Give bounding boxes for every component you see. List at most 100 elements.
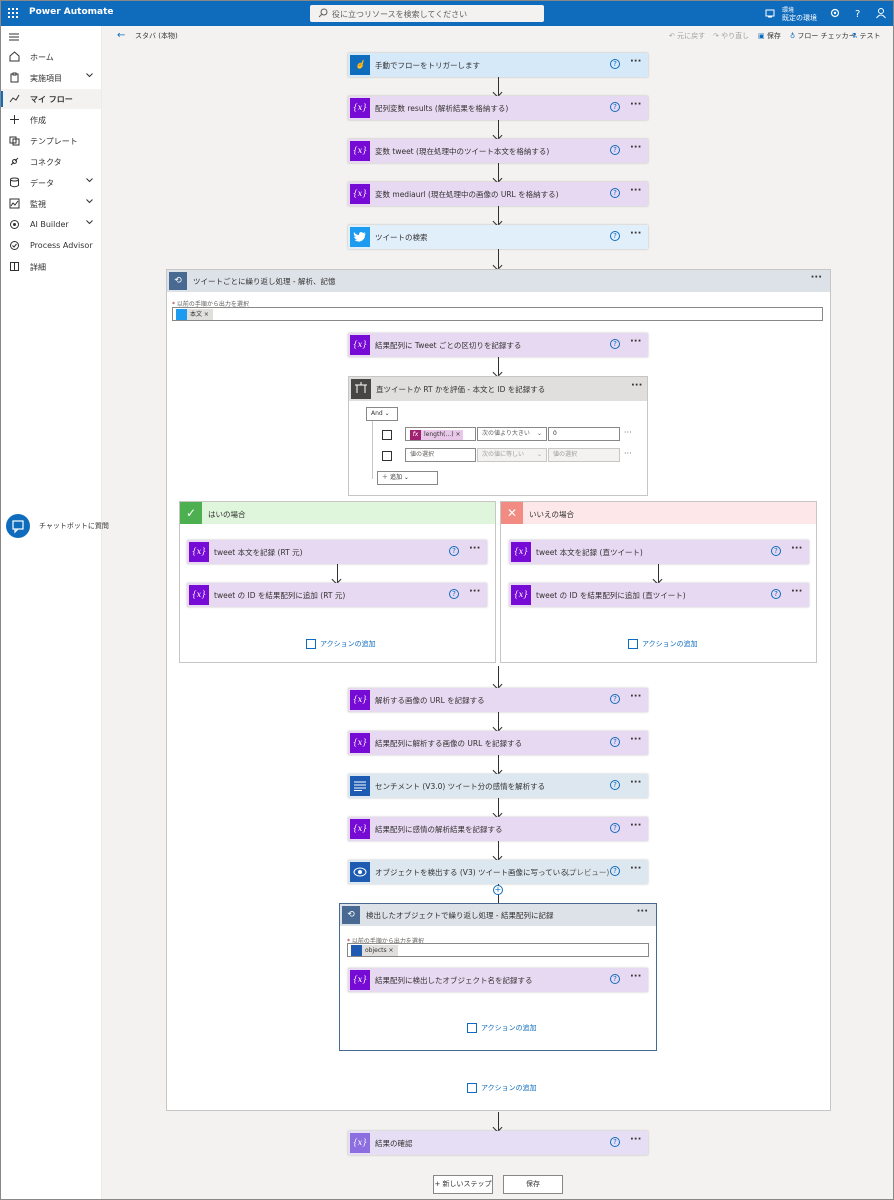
- app-launcher-icon[interactable]: [8, 8, 18, 18]
- help-icon[interactable]: ?: [610, 231, 620, 241]
- flow-checker-button[interactable]: ♁ フロー チェッカー: [790, 32, 856, 40]
- scope-header[interactable]: [167, 270, 830, 292]
- help-icon[interactable]: ?: [610, 866, 620, 876]
- row1-left-operand[interactable]: fx length(...) ×: [405, 427, 476, 441]
- step-record-separator[interactable]: {x} 結果配列に Tweet ごとの区切りを記録する ? ···: [348, 333, 648, 357]
- help-icon[interactable]: ?: [771, 589, 781, 599]
- help-icon[interactable]: ?: [610, 780, 620, 790]
- step-record-object-name[interactable]: {x} 結果配列に検出したオブジェクト名を記録する ? ···: [348, 968, 648, 992]
- more-options-icon[interactable]: ···: [630, 734, 642, 745]
- more-options-icon[interactable]: ···: [630, 56, 642, 67]
- sidebar-item-my-flows[interactable]: マイ フロー: [1, 89, 101, 109]
- row1-checkbox[interactable]: [382, 430, 392, 440]
- token-body[interactable]: 本文 ×: [176, 309, 213, 320]
- step-yes-record-tweet[interactable]: {x} tweet 本文を記録 (RT 元) ? ···: [187, 540, 487, 564]
- more-options-icon[interactable]: ···: [630, 336, 642, 347]
- token-objects[interactable]: objects ×: [351, 945, 398, 956]
- help-icon[interactable]: ?: [610, 823, 620, 833]
- row2-checkbox[interactable]: [382, 451, 392, 461]
- step-detect-objects[interactable]: オブジェクトを検出する (V3) ツイート画像に写っている... (プレビュー)…: [348, 860, 648, 884]
- step-confirm-results[interactable]: {x} 結果の確認 ? ···: [348, 1131, 648, 1155]
- help-icon[interactable]: ?: [449, 546, 459, 556]
- more-options-icon[interactable]: ···: [630, 971, 642, 982]
- yes-add-action-button[interactable]: アクションの追加: [306, 639, 376, 649]
- help-icon[interactable]: ?: [610, 737, 620, 747]
- more-options-icon[interactable]: ···: [630, 691, 642, 702]
- save-command-button[interactable]: ▣ 保存: [758, 32, 781, 40]
- step-append-image-url[interactable]: {x} 結果配列に解析する画像の URL を記録する ? ···: [348, 731, 648, 755]
- sidebar-item-create[interactable]: 作成: [1, 110, 101, 130]
- sidebar-item-templates[interactable]: テンプレート: [1, 131, 101, 151]
- more-options-icon[interactable]: ···: [630, 99, 642, 110]
- loop-add-action-button[interactable]: アクションの追加: [467, 1083, 537, 1093]
- more-options-icon[interactable]: ···: [469, 586, 481, 597]
- step-trigger[interactable]: ☝ 手動でフローをトリガーします ? ···: [348, 53, 648, 77]
- step-search-tweets[interactable]: ツイートの検索 ? ···: [348, 225, 648, 249]
- step-no-append-id[interactable]: {x} tweet の ID を結果配列に追加 (直ツイート) ? ···: [509, 583, 809, 607]
- expression-token[interactable]: fx length(...) ×: [410, 430, 464, 440]
- more-options-icon[interactable]: ···: [630, 863, 642, 874]
- gear-icon[interactable]: [829, 7, 841, 19]
- and-or-dropdown[interactable]: And ⌄: [366, 407, 398, 421]
- help-icon[interactable]: ?: [852, 7, 864, 19]
- hamburger-icon[interactable]: [9, 33, 19, 41]
- help-icon[interactable]: ?: [610, 1137, 620, 1147]
- help-icon[interactable]: ?: [610, 59, 620, 69]
- step-init-mediaurl[interactable]: {x} 変数 mediaurl (現在処理中の画像の URL を格納する) ? …: [348, 182, 648, 206]
- sidebar-item-data[interactable]: データ: [1, 173, 101, 193]
- branch-yes-header[interactable]: [180, 502, 495, 524]
- help-icon[interactable]: ?: [449, 589, 459, 599]
- inner-add-action-button[interactable]: アクションの追加: [467, 1023, 537, 1033]
- help-icon[interactable]: ?: [610, 145, 620, 155]
- more-options-icon[interactable]: ···: [630, 1134, 642, 1145]
- more-options-icon[interactable]: ···: [791, 586, 803, 597]
- step-init-tweet[interactable]: {x} 変数 tweet (現在処理中のツイート本文を格納する) ? ···: [348, 139, 648, 163]
- step-record-image-url[interactable]: {x} 解析する画像の URL を記録する ? ···: [348, 688, 648, 712]
- back-arrow-icon[interactable]: ←: [117, 30, 126, 41]
- help-icon[interactable]: ?: [610, 188, 620, 198]
- more-options-icon[interactable]: ···: [630, 228, 642, 239]
- no-add-action-button[interactable]: アクションの追加: [628, 639, 698, 649]
- add-condition-button[interactable]: ＋ 追加 ⌄: [377, 471, 438, 485]
- more-options-icon[interactable]: ···: [469, 543, 481, 554]
- app-title[interactable]: Power Automate: [29, 7, 114, 17]
- new-step-button[interactable]: + 新しいステップ: [433, 1175, 493, 1194]
- sidebar-item-home[interactable]: ホーム: [1, 47, 101, 67]
- sidebar-item-action-items[interactable]: 実施項目: [1, 68, 101, 88]
- sidebar-item-learn[interactable]: 詳細: [1, 257, 101, 277]
- more-options-icon[interactable]: ···: [630, 185, 642, 196]
- help-icon[interactable]: ?: [610, 974, 620, 984]
- redo-button[interactable]: ↷ やり直し: [713, 32, 750, 40]
- more-options-icon[interactable]: ···: [631, 380, 643, 391]
- more-options-icon[interactable]: ···: [630, 820, 642, 831]
- scope-header[interactable]: [340, 904, 656, 926]
- row2-operator-dropdown[interactable]: 次の値に等しい⌄: [477, 448, 547, 462]
- row1-right-operand[interactable]: 0: [548, 427, 620, 441]
- undo-button[interactable]: ↶ 元に戻す: [669, 32, 706, 40]
- help-icon[interactable]: ?: [610, 339, 620, 349]
- sidebar-item-monitor[interactable]: 監視: [1, 194, 101, 214]
- sidebar-item-ai-builder[interactable]: AI Builder: [1, 215, 101, 235]
- step-sentiment[interactable]: センチメント (V3.0) ツイート分の感情を解析する ? ···: [348, 774, 648, 798]
- step-no-record-tweet[interactable]: {x} tweet 本文を記録 (直ツイート) ? ···: [509, 540, 809, 564]
- row2-left-operand[interactable]: 値の選択: [405, 448, 476, 462]
- chatbot-button[interactable]: [6, 514, 30, 538]
- more-options-icon[interactable]: ···: [810, 272, 822, 283]
- step-append-sentiment[interactable]: {x} 結果配列に感情の解析結果を記録する ? ···: [348, 817, 648, 841]
- select-output-input[interactable]: 本文 ×: [172, 307, 823, 321]
- step-init-results[interactable]: {x} 配列変数 results (解析結果を格納する) ? ···: [348, 96, 648, 120]
- test-button[interactable]: ⚗ テスト: [851, 32, 881, 40]
- sidebar-item-process-advisor[interactable]: Process Advisor: [1, 236, 101, 256]
- help-icon[interactable]: ?: [610, 102, 620, 112]
- row1-more-icon[interactable]: ···: [624, 428, 632, 437]
- help-icon[interactable]: ?: [771, 546, 781, 556]
- condition-header[interactable]: [349, 377, 647, 401]
- more-options-icon[interactable]: ···: [630, 777, 642, 788]
- more-options-icon[interactable]: ···: [791, 543, 803, 554]
- row2-right-operand[interactable]: 値の選択: [548, 448, 620, 462]
- insert-step-plus-icon[interactable]: +: [493, 885, 503, 895]
- more-options-icon[interactable]: ···: [630, 142, 642, 153]
- row1-operator-dropdown[interactable]: 次の値より大きい⌄: [477, 427, 547, 441]
- more-options-icon[interactable]: ···: [636, 906, 648, 917]
- search-input[interactable]: 役に立つリソースを検索してください: [310, 5, 544, 22]
